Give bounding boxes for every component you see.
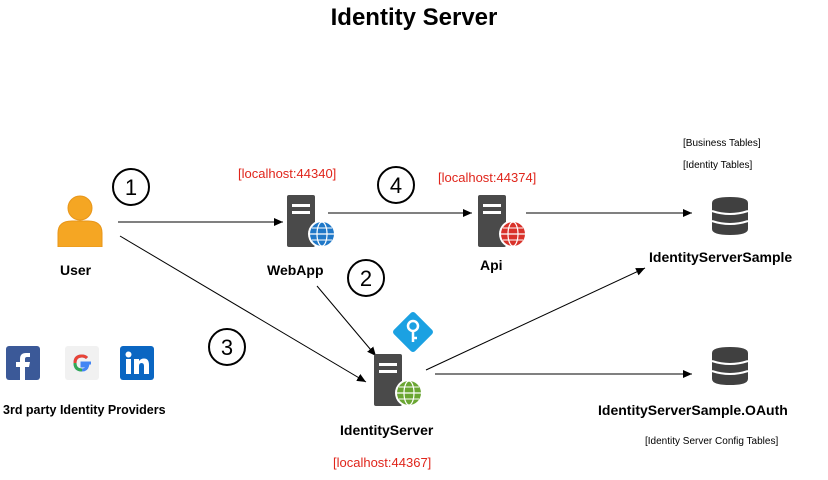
db-oauth-label: IdentityServerSample.OAuth [598,402,788,418]
diagram-title: Identity Server [330,4,498,31]
edge-identityserver-db-sample [425,267,646,371]
identityserver-address: [localhost:44367] [333,455,432,470]
webapp-label: WebApp [267,262,324,278]
linkedin-icon [120,346,154,380]
user-label: User [60,262,92,278]
edge-webapp-identityserver [316,285,377,357]
facebook-icon [6,346,40,380]
db-sample-note-identity: [Identity Tables] [683,160,753,171]
step-badge-3: 3 [208,328,246,366]
user-icon [56,193,104,248]
webapp-server-icon [285,193,337,249]
db-sample-label: IdentityServerSample [649,249,793,265]
edge-user-identityserver [119,235,367,383]
identityserver-server-icon [372,352,424,408]
db-sample-database-icon [710,196,750,236]
api-label: Api [480,257,503,273]
providers-label: 3rd party Identity Providers [3,403,166,417]
google-icon [65,346,99,380]
step-badge-4: 4 [377,166,415,204]
step-badge-1: 1 [112,168,150,206]
webapp-address: [localhost:44340] [238,166,337,181]
identityserver-label: IdentityServer [340,422,434,438]
key-icon [388,307,438,357]
api-server-icon [476,193,528,249]
api-address: [localhost:44374] [438,170,537,185]
db-oauth-database-icon [710,346,750,386]
db-sample-note-business: [Business Tables] [683,138,761,149]
db-oauth-note: [Identity Server Config Tables] [645,436,779,447]
step-badge-2: 2 [347,259,385,297]
